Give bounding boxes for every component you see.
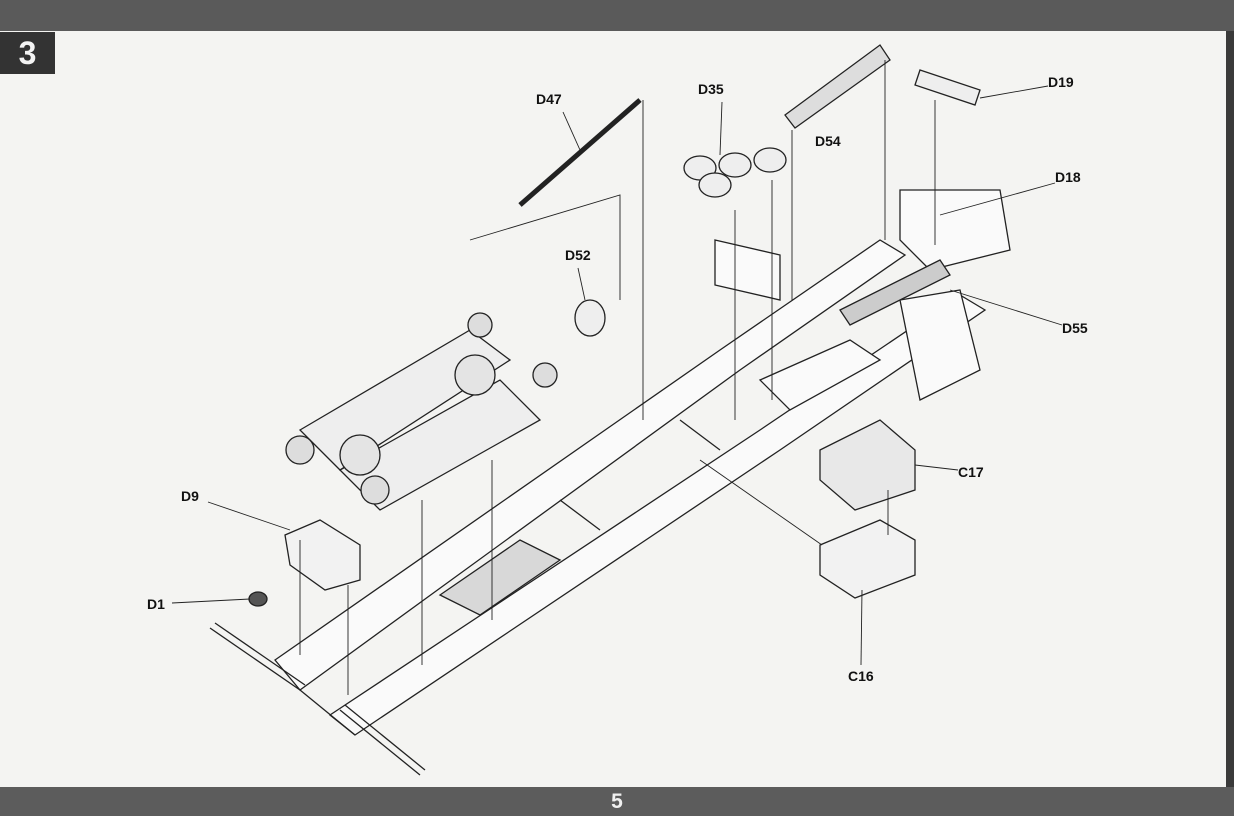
part-d19 bbox=[914, 69, 981, 106]
part-d35-tanks bbox=[683, 147, 787, 198]
chassis-frame bbox=[209, 189, 1011, 776]
label-c16: C16 bbox=[848, 668, 874, 684]
part-d47-driveshaft bbox=[518, 98, 642, 207]
label-d55: D55 bbox=[1062, 320, 1088, 336]
page-number: 5 bbox=[611, 790, 623, 813]
part-c16 bbox=[819, 519, 916, 599]
top-bar bbox=[0, 0, 1234, 31]
label-d47: D47 bbox=[536, 91, 562, 107]
label-c17: C17 bbox=[958, 464, 984, 480]
part-d52 bbox=[574, 299, 606, 337]
part-c17 bbox=[819, 419, 916, 511]
bottom-bar bbox=[0, 787, 1234, 816]
label-d9: D9 bbox=[181, 488, 199, 504]
step-number: 3 bbox=[0, 32, 55, 74]
leader-lines bbox=[171, 60, 1063, 695]
label-d52: D52 bbox=[565, 247, 591, 263]
part-d54 bbox=[784, 44, 891, 129]
label-d1: D1 bbox=[147, 596, 165, 612]
label-d54: D54 bbox=[815, 133, 841, 149]
label-d19: D19 bbox=[1048, 74, 1074, 90]
part-d9 bbox=[284, 519, 361, 591]
page-edge bbox=[1226, 31, 1234, 787]
rear-bogie bbox=[285, 312, 558, 511]
label-d18: D18 bbox=[1055, 169, 1081, 185]
label-d35: D35 bbox=[698, 81, 724, 97]
part-d1 bbox=[248, 591, 268, 607]
part-d55 bbox=[839, 259, 951, 326]
